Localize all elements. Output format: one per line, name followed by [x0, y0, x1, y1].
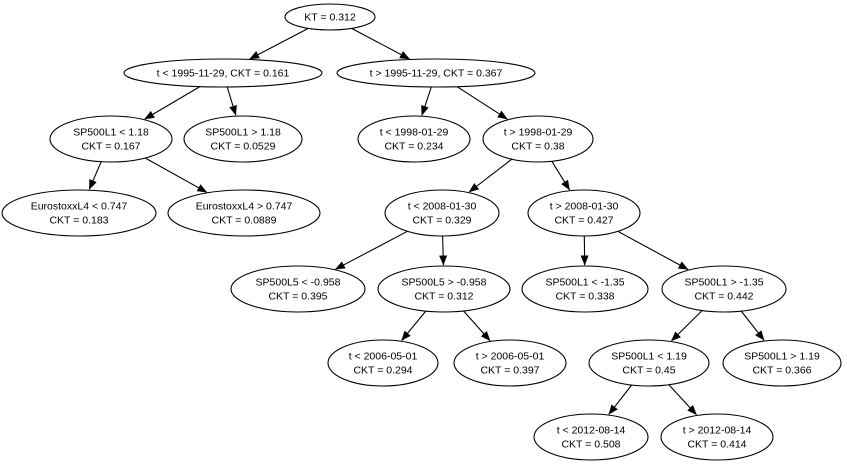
tree-edge-RR-RRL	[468, 158, 513, 193]
tree-edge-LL-LLL	[88, 161, 102, 190]
tree-edge-L-LR	[226, 86, 237, 116]
tree-node-shape	[284, 3, 376, 31]
tree-node-shape	[722, 339, 842, 387]
tree-edge-L-LL	[144, 86, 201, 120]
tree-node-shape	[336, 58, 536, 88]
tree-node-shape	[533, 413, 649, 461]
tree-edge-R-RR	[456, 86, 508, 120]
tree-node-label: KT = 0.312	[304, 12, 356, 24]
tree-edge-LL-LLR	[144, 157, 208, 193]
tree-edge-R-RL	[421, 86, 432, 116]
tree-edge-RRL-RRLR	[439, 235, 448, 266]
tree-node-shape	[521, 265, 649, 313]
tree-edge-RR-RRR	[551, 161, 571, 191]
tree-edge-root-L	[249, 27, 309, 60]
tree-node-shape	[384, 189, 500, 237]
tree-node-root: KT = 0.312	[284, 3, 376, 31]
tree-edge-RRRRL-RRRRLR	[668, 384, 697, 416]
tree-edge-RRLR-RRLRR	[463, 310, 491, 342]
tree-edge-RRRR-RRRRR	[740, 310, 765, 341]
tree-node-shape	[660, 413, 774, 461]
tree-node-label: t > 1995-11-29, CKT = 0.367	[370, 68, 503, 80]
tree-node-shape	[1, 189, 157, 237]
tree-node-shape	[453, 339, 567, 387]
tree-node-shape	[49, 115, 173, 163]
tree-edge-RRR-RRRR	[617, 230, 689, 270]
tree-node-shape	[588, 339, 710, 387]
tree-node-shape	[482, 115, 594, 163]
tree-node-shape	[183, 115, 303, 163]
tree-node-L: t < 1995-11-29, CKT = 0.161	[123, 58, 323, 88]
tree-edge-RRLR-RRLRL	[401, 310, 427, 341]
tree-edge-RRRR-RRRRL	[671, 310, 703, 342]
tree-node-R: t > 1995-11-29, CKT = 0.367	[336, 58, 536, 88]
edges-layer	[88, 27, 765, 416]
nodes-layer: KT = 0.312 t < 1995-11-29, CKT = 0.161 t >…	[1, 3, 842, 461]
tree-node-shape	[357, 115, 471, 163]
tree-edge-RRL-RRLL	[334, 230, 408, 270]
tree-node-shape	[167, 189, 321, 237]
tree-node-shape	[230, 265, 366, 313]
tree-node-shape	[527, 189, 641, 237]
tree-node-shape	[661, 265, 787, 313]
tree-node-shape	[327, 339, 439, 387]
tree-edge-root-R	[351, 27, 410, 60]
tree-node-label: t < 1995-11-29, CKT = 0.161	[157, 68, 290, 80]
tree-edge-RRRRL-RRRRLL	[608, 384, 633, 415]
tree-node-shape	[123, 58, 323, 88]
tree-node-shape	[377, 265, 511, 313]
